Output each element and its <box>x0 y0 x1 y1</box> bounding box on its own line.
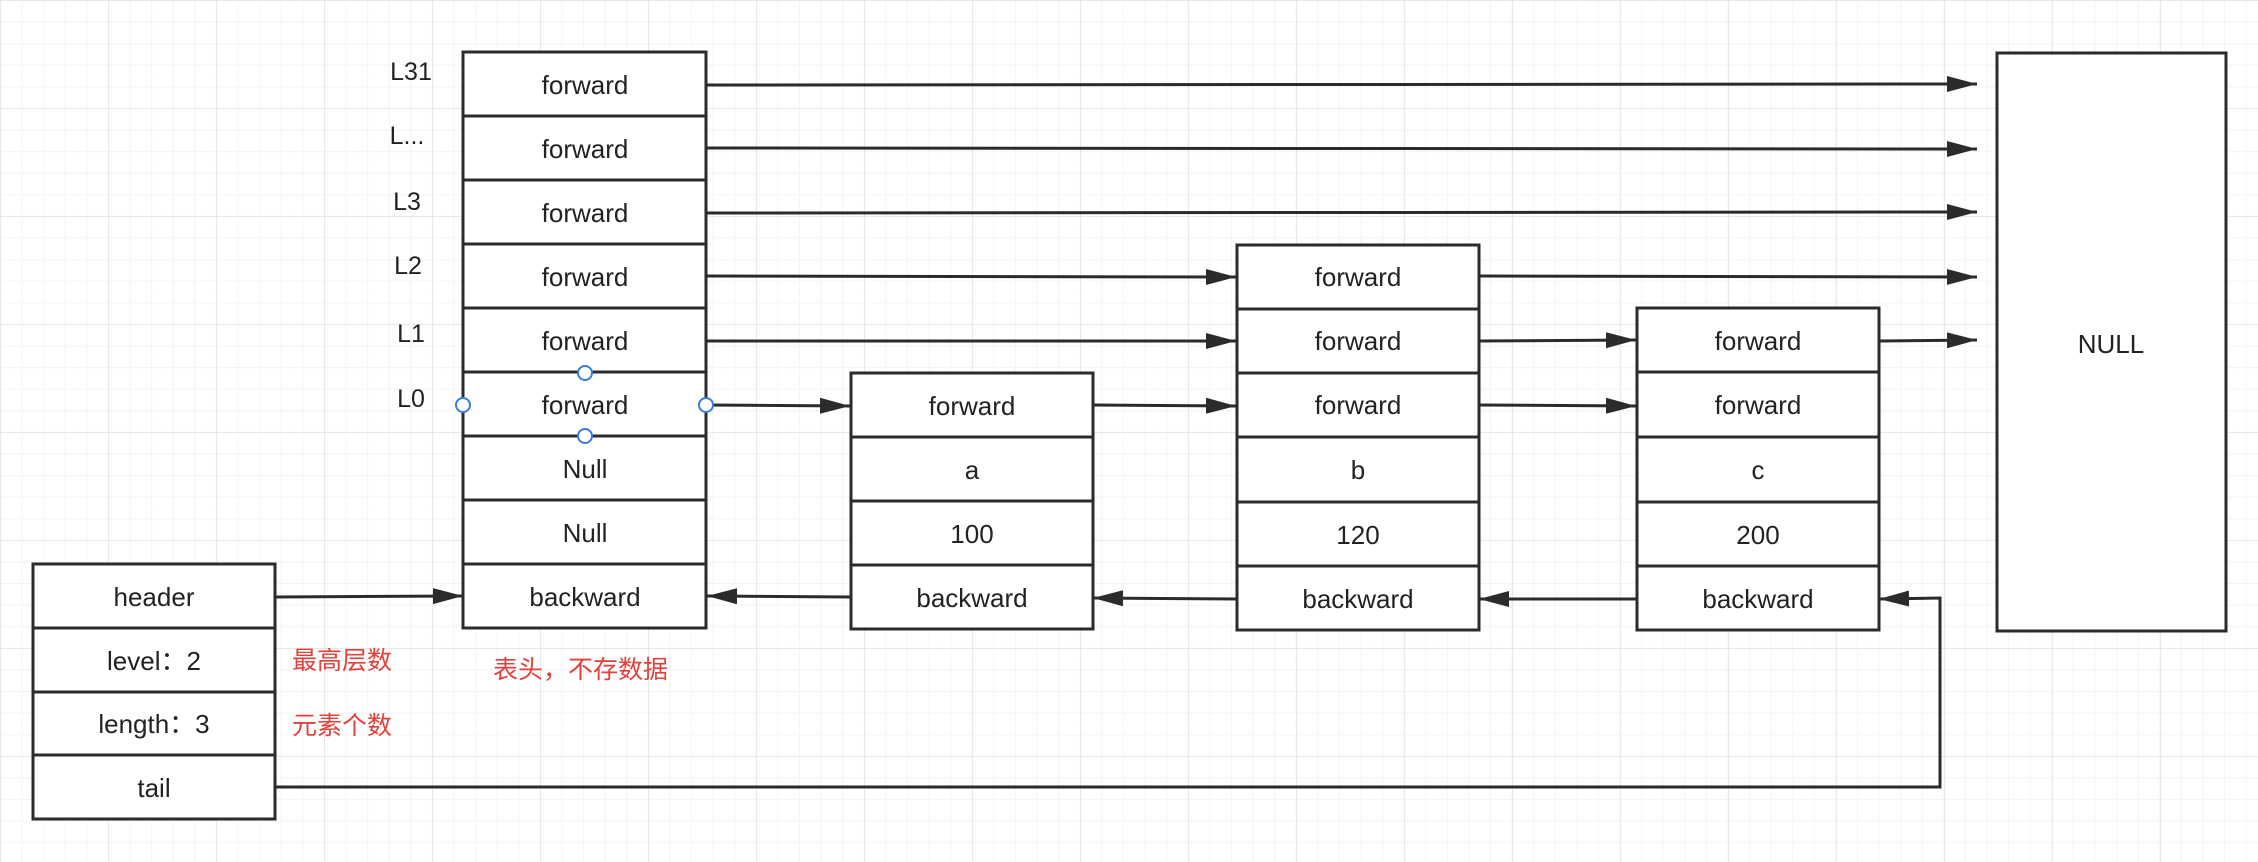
cell-label: 120 <box>1336 520 1379 550</box>
level-label: L2 <box>394 252 422 280</box>
arrow-l3-to-null <box>706 204 1978 221</box>
cell-label: tail <box>137 773 170 803</box>
arrow-l31-to-null <box>706 76 1978 93</box>
cell-label: backward <box>1302 584 1413 614</box>
node-b: forward forward forward b 120 backward <box>1235 243 1481 632</box>
header-node-cell <box>461 562 708 630</box>
cell-label: forward <box>1715 390 1802 420</box>
node-b-cell <box>1235 564 1481 632</box>
node-a: forward a 100 backward <box>849 371 1095 631</box>
cell-label: forward <box>542 198 629 228</box>
cell-label: b <box>1351 455 1365 485</box>
arrow-l0-to-a <box>706 397 851 414</box>
node-c-cell <box>1635 370 1881 439</box>
cell-label: forward <box>542 70 629 100</box>
arrow-a-to-b <box>1092 397 1237 414</box>
node-c-cell <box>1635 500 1881 568</box>
cell-label: backward <box>529 582 640 612</box>
cell-label: backward <box>916 583 1027 613</box>
connectors <box>274 76 1978 789</box>
header-node-note: 表头，不存数据 <box>493 655 668 684</box>
cell-label: length：3 <box>98 709 209 739</box>
arrow-b-l2-to-null <box>1478 268 1978 285</box>
cell-label: forward <box>1315 326 1402 356</box>
cell-label: 100 <box>950 519 993 549</box>
node-a-cell <box>849 435 1095 503</box>
cell-label: forward <box>542 390 629 420</box>
cell-label: backward <box>1702 584 1813 614</box>
cell-label: level：2 <box>107 646 201 676</box>
list-struct-cell <box>31 753 277 821</box>
level-label: L0 <box>397 385 425 413</box>
null-node: NULL <box>1995 51 2228 633</box>
cell-label: forward <box>929 391 1016 421</box>
resize-handle-left[interactable] <box>455 397 471 413</box>
node-b-cell <box>1235 500 1481 568</box>
cell-label: forward <box>542 134 629 164</box>
node-a-cell <box>849 563 1095 631</box>
node-b-cell <box>1235 243 1481 311</box>
cell-label: forward <box>1315 262 1402 292</box>
arrow-b-l1-to-c <box>1478 332 1637 349</box>
cell-label: 200 <box>1736 520 1779 550</box>
cell-label: forward <box>542 326 629 356</box>
cell-label: c <box>1752 455 1765 485</box>
node-b-cell <box>1235 371 1481 439</box>
node-b-cell <box>1235 435 1481 504</box>
header-node: L31 L... L3 L2 L1 L0 forward forward for… <box>390 50 714 684</box>
cell-label: header <box>114 582 195 612</box>
node-c: forward forward c 200 backward <box>1635 306 1881 632</box>
level-note: 最高层数 <box>292 646 392 675</box>
list-struct: header level：2 length：3 tail 最高层数 元素个数 <box>31 562 392 821</box>
level-label: L3 <box>393 188 421 216</box>
node-c-cell <box>1635 564 1881 632</box>
resize-handle-right[interactable] <box>698 397 714 413</box>
cell-label: Null <box>563 518 608 548</box>
arrow-l2-to-b <box>706 268 1237 285</box>
length-note: 元素个数 <box>292 711 392 740</box>
null-node-label: NULL <box>2078 329 2144 359</box>
cell-label: a <box>965 455 980 485</box>
arrow-header-pointer <box>274 588 464 605</box>
node-c-cell <box>1635 435 1881 504</box>
node-a-cell <box>849 371 1095 439</box>
cell-label: forward <box>542 262 629 292</box>
null-node-box <box>1995 51 2228 633</box>
level-labels: L31 L... L3 L2 L1 L0 <box>390 58 432 413</box>
arrow-b-l0-to-c <box>1478 397 1637 414</box>
node-a-cell <box>849 499 1095 567</box>
resize-handle-bottom[interactable] <box>577 428 593 444</box>
level-label: L1 <box>397 320 425 348</box>
node-c-cell <box>1635 306 1881 374</box>
arrow-c-l1-to-null <box>1878 332 1978 349</box>
arrow-l-dots-to-null <box>706 140 1978 157</box>
cell-label: Null <box>563 454 608 484</box>
header-node-cell <box>461 306 708 374</box>
level-label: L... <box>390 122 425 150</box>
list-struct-cell <box>31 626 277 694</box>
arrow-b-backward <box>1092 590 1237 607</box>
header-node-cell <box>461 242 708 310</box>
level-label: L31 <box>390 58 432 86</box>
cell-label: forward <box>1715 326 1802 356</box>
resize-handle-top[interactable] <box>577 365 593 381</box>
cell-label: forward <box>1315 390 1402 420</box>
node-b-cell <box>1235 307 1481 375</box>
arrow-tail-pointer <box>275 590 1942 789</box>
arrow-a-backward <box>706 588 851 605</box>
